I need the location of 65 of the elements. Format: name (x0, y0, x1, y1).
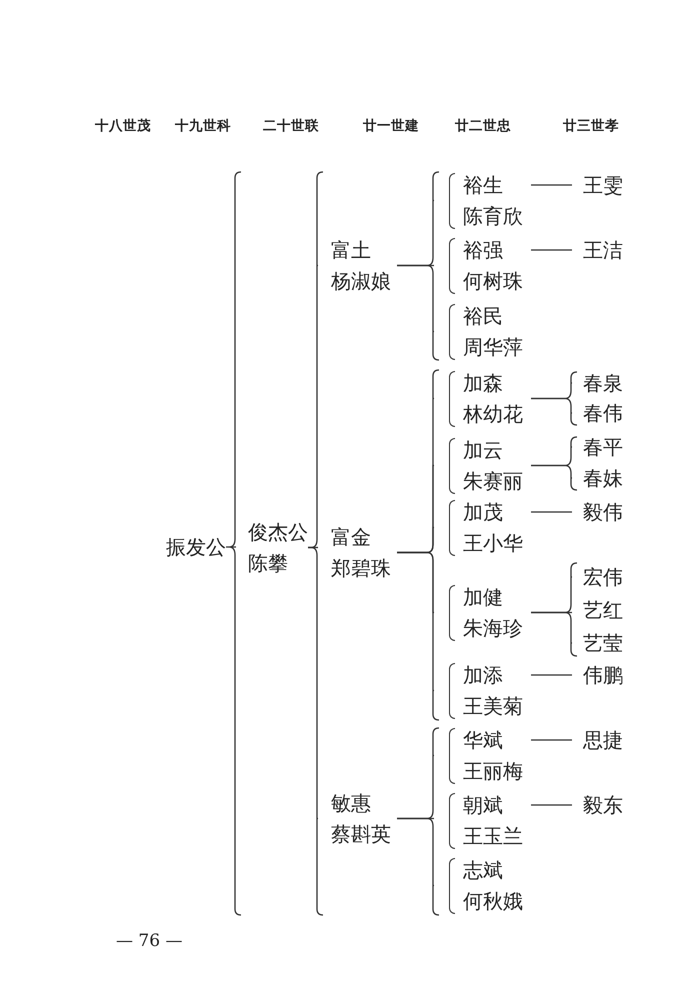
page-number: — 76 — (116, 931, 182, 951)
person-name: 王洁 (583, 236, 623, 264)
generation-heading: 二十世联 (263, 117, 319, 135)
person-name: 周华萍 (463, 334, 523, 360)
person-name: 春平 (583, 434, 623, 460)
person-name: 何秋娥 (463, 888, 523, 914)
person-name: 林幼花 (463, 400, 523, 428)
person-name: 王美菊 (463, 692, 523, 720)
brace-connector (396, 264, 440, 361)
connector-line (531, 739, 572, 741)
person-name: 艺莹 (583, 630, 623, 656)
person-name: 俊杰公 (248, 518, 308, 546)
person-name: 王丽梅 (463, 758, 523, 784)
person-name: 振发公 (166, 534, 226, 560)
brace-connector (225, 171, 242, 916)
person-name: 加健 (463, 584, 503, 610)
person-name: 陈育欣 (463, 202, 523, 230)
person-name: 敏惠 (331, 790, 371, 816)
person-name: 艺红 (583, 596, 623, 624)
person-name: 宏伟 (583, 564, 623, 590)
person-name: 富土 (331, 236, 371, 264)
person-name: 毅伟 (583, 498, 623, 526)
brace-connector (530, 612, 578, 657)
person-name: 春泉 (583, 370, 623, 396)
connector-line (531, 249, 572, 251)
generation-heading: 廿一世建 (363, 117, 419, 135)
generation-heading: 十九世科 (175, 117, 231, 135)
brace-connector (530, 464, 578, 491)
connector-line (531, 184, 572, 186)
person-name: 志斌 (463, 856, 503, 884)
person-name: 加茂 (463, 498, 503, 526)
person-name: 富金 (331, 524, 371, 550)
person-name: 伟鹏 (583, 662, 623, 688)
person-name: 思捷 (583, 726, 623, 754)
brace-connector (396, 552, 440, 721)
person-name: 王雯 (583, 172, 623, 198)
person-name: 王玉兰 (463, 822, 523, 850)
generation-heading: 廿三世孝 (563, 117, 619, 135)
generation-heading: 十八世茂 (95, 117, 151, 135)
person-name: 裕强 (463, 236, 503, 264)
brace-connector (307, 546, 324, 916)
person-name: 加云 (463, 436, 503, 464)
connector-line (531, 674, 572, 676)
person-name: 朱赛丽 (463, 468, 523, 494)
person-name: 杨淑娘 (331, 268, 391, 294)
brace-connector (530, 398, 578, 426)
person-name: 裕生 (463, 172, 503, 198)
connector-line (531, 804, 572, 806)
generation-heading: 廿二世忠 (455, 117, 511, 135)
brace-connector (396, 818, 440, 916)
person-name: 朱海珍 (463, 614, 523, 642)
person-name: 春妹 (583, 464, 623, 492)
connector-line (531, 511, 572, 513)
person-name: 何树珠 (463, 268, 523, 294)
person-name: 郑碧珠 (331, 554, 391, 582)
person-name: 朝斌 (463, 792, 503, 818)
person-name: 陈攀 (248, 550, 288, 576)
person-name: 毅东 (583, 792, 623, 818)
person-name: 春伟 (583, 400, 623, 426)
person-name: 蔡斟英 (331, 820, 391, 848)
person-name: 王小华 (463, 530, 523, 556)
person-name: 裕民 (463, 302, 503, 330)
person-name: 华斌 (463, 726, 503, 754)
person-name: 加森 (463, 370, 503, 396)
person-name: 加添 (463, 662, 503, 688)
